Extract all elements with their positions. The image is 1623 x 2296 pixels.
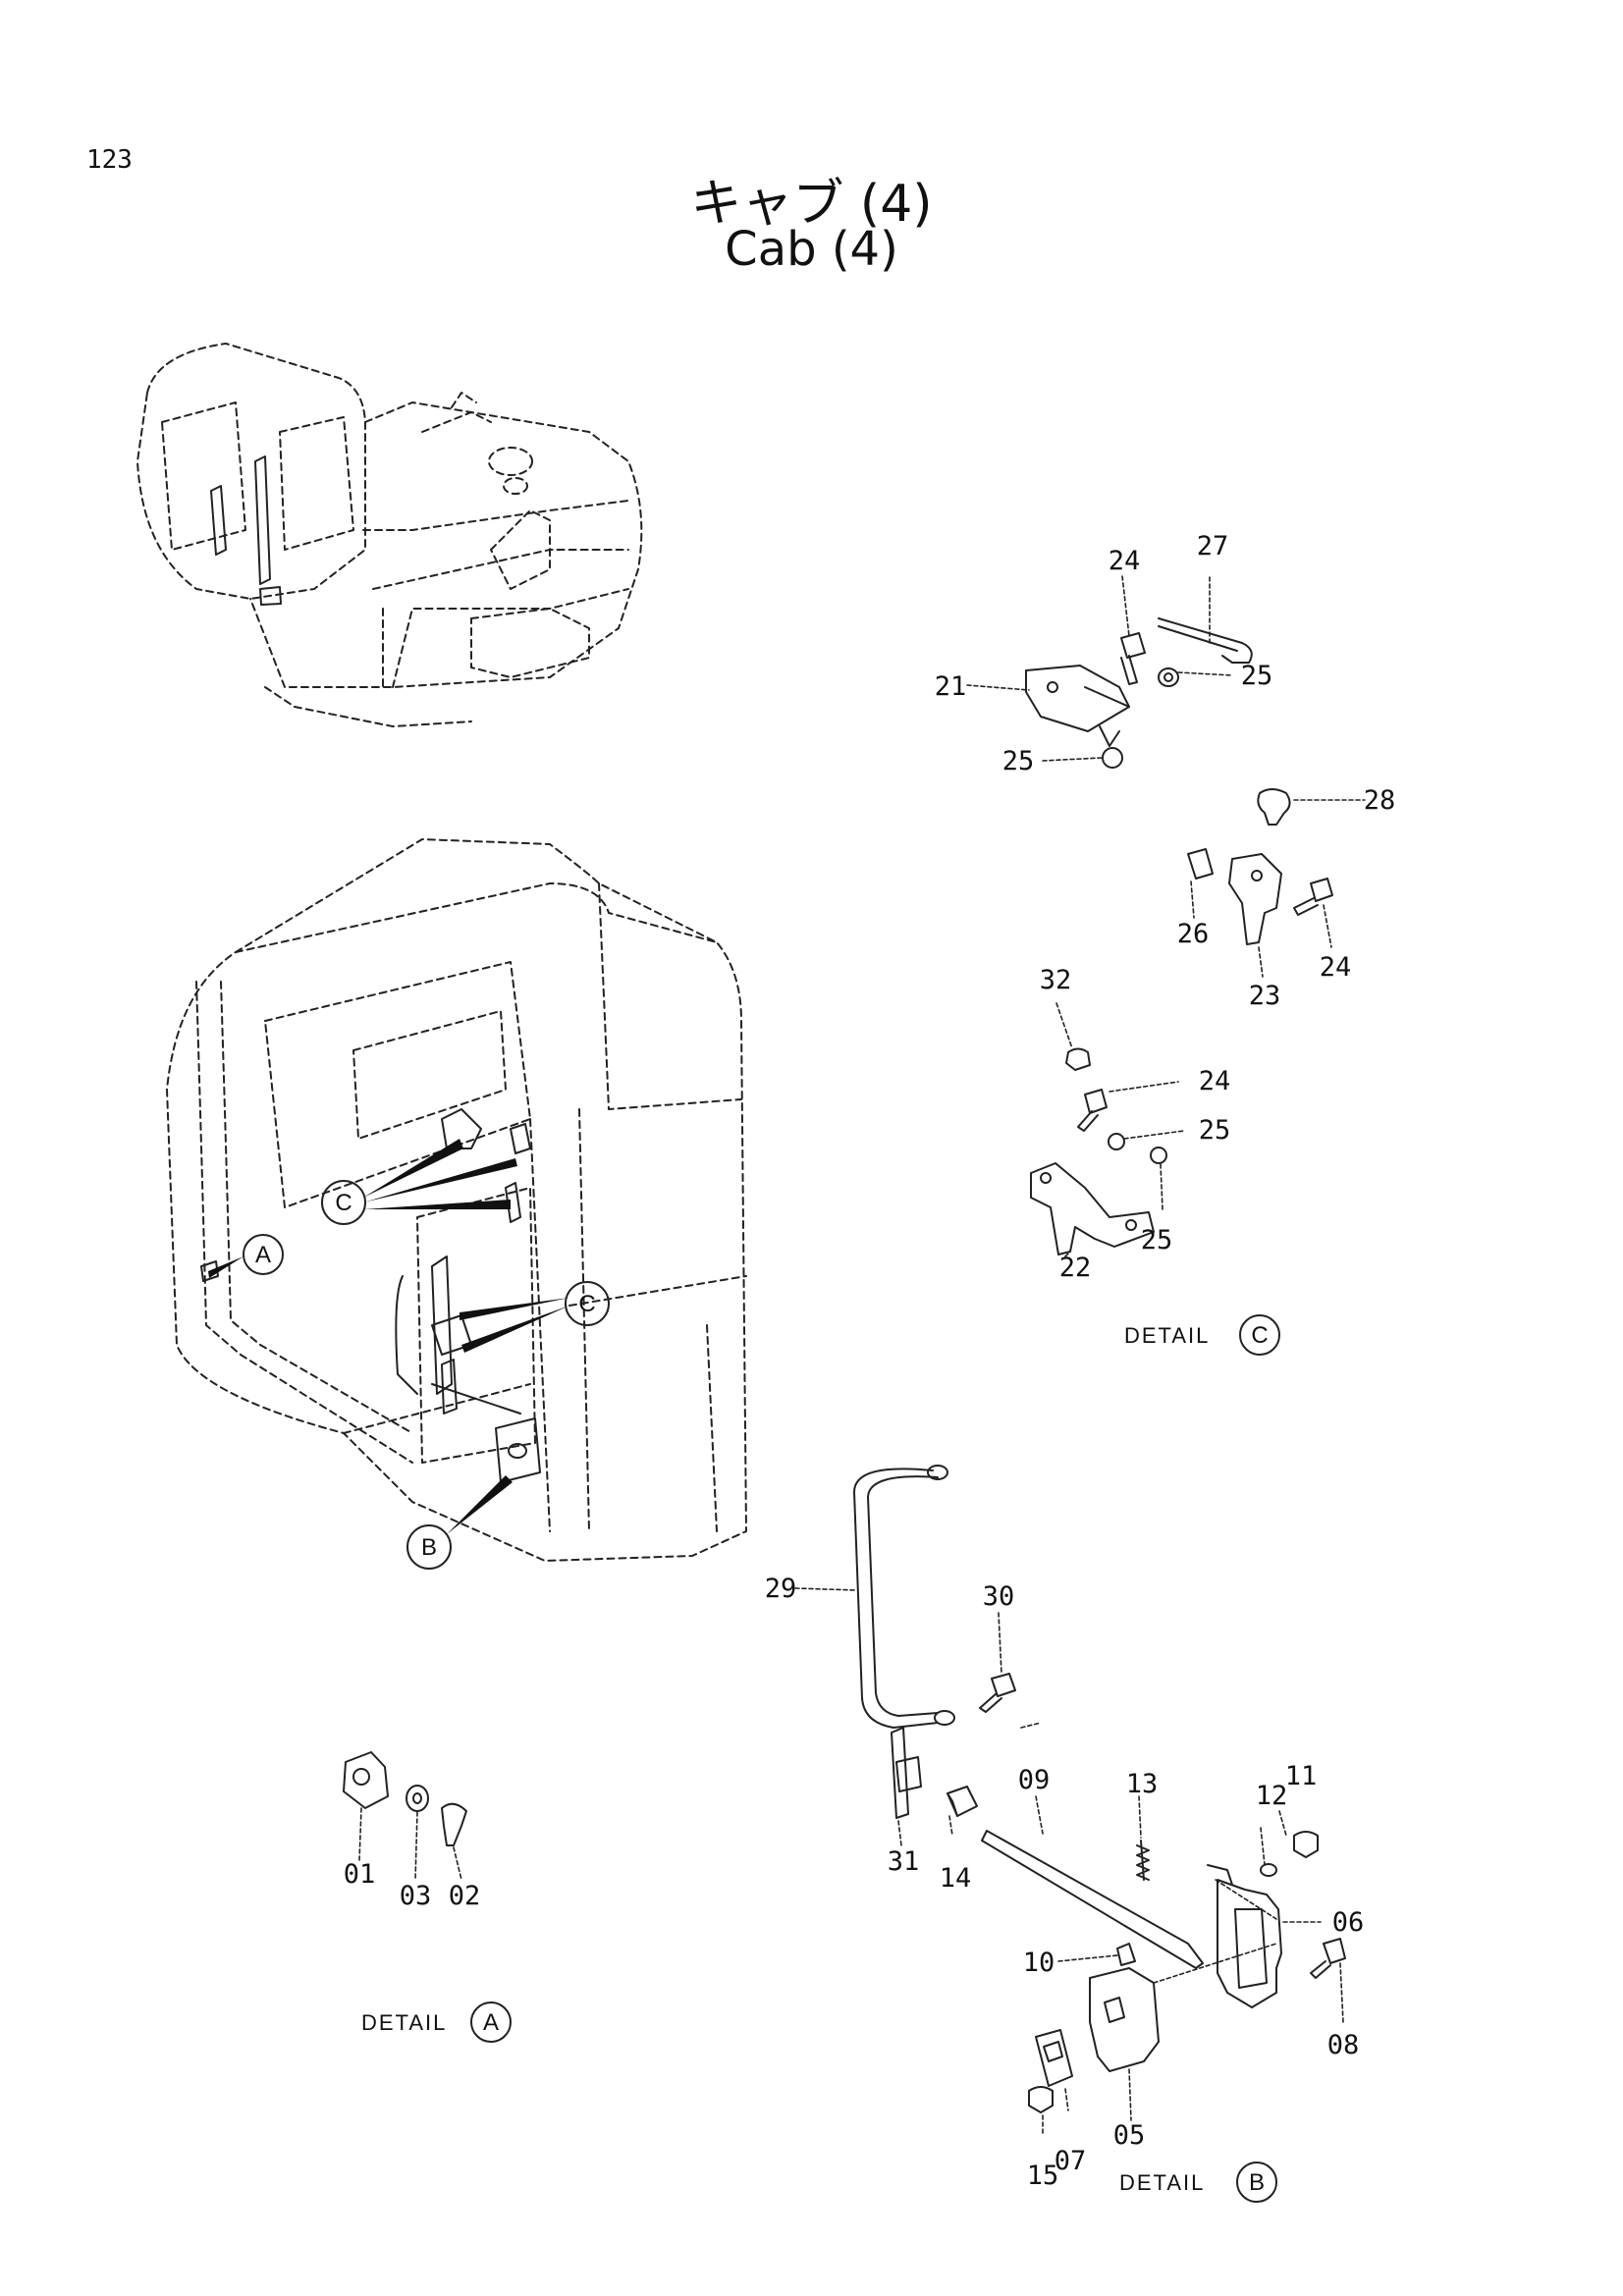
part-label-12: 12 — [1256, 1781, 1288, 1811]
detail-c-letter: C — [1251, 1322, 1268, 1349]
part-label-10: 10 — [1023, 1948, 1055, 1978]
part-label-05: 05 — [1113, 2120, 1146, 2151]
part-label-09: 09 — [1018, 1765, 1051, 1795]
part-label-25-lower: 25 — [1141, 1225, 1173, 1255]
title-japanese: キャブ (4) — [690, 175, 933, 234]
part-label-03: 03 — [400, 1881, 432, 1911]
detail-a-group — [343, 1751, 467, 1846]
callout-letter-b: B — [421, 1534, 437, 1561]
part-label-24-right: 24 — [1320, 952, 1352, 983]
overview-door-hardware — [210, 455, 282, 606]
part-label-21: 21 — [935, 671, 967, 702]
leader-lines — [358, 575, 1366, 2136]
detail-a-caption: DETAIL — [361, 2010, 447, 2035]
part-label-13: 13 — [1126, 1769, 1159, 1799]
callout-letter-c-upper: C — [335, 1190, 352, 1216]
callout-circle-c-lower — [565, 1281, 610, 1326]
callout-circle-b — [406, 1524, 452, 1570]
machine-overview — [136, 343, 643, 727]
part-label-25-right: 25 — [1241, 661, 1273, 691]
part-label-11: 11 — [1285, 1761, 1318, 1791]
part-label-01: 01 — [344, 1859, 376, 1890]
part-label-08: 08 — [1327, 2030, 1360, 2060]
part-label-27: 27 — [1197, 531, 1229, 561]
detail-b-letter: B — [1249, 2169, 1265, 2196]
part-label-25-middle: 25 — [1199, 1115, 1231, 1146]
part-label-22: 22 — [1059, 1253, 1092, 1283]
part-label-06: 06 — [1332, 1907, 1365, 1938]
detail-c-circle — [1239, 1314, 1280, 1356]
callout-letter-a: A — [255, 1242, 271, 1268]
part-label-24-top: 24 — [1109, 546, 1141, 576]
part-label-26: 26 — [1177, 919, 1210, 949]
callout-circle-c-upper — [321, 1180, 366, 1225]
part-label-23: 23 — [1249, 981, 1281, 1011]
detail-a-circle — [470, 2002, 512, 2043]
part-label-02: 02 — [449, 1881, 481, 1911]
detail-b-group — [853, 1465, 1346, 2113]
callout-letter-c-lower: C — [578, 1291, 595, 1317]
cab-main — [166, 838, 747, 1562]
part-label-30: 30 — [983, 1581, 1015, 1612]
detail-b-caption: DETAIL — [1119, 2170, 1205, 2195]
part-label-15: 15 — [1027, 2161, 1059, 2191]
callout-pointers — [208, 1139, 569, 1534]
part-label-24-middle: 24 — [1199, 1066, 1231, 1096]
detail-c-caption: DETAIL — [1124, 1323, 1210, 1348]
part-label-29: 29 — [765, 1574, 797, 1604]
callout-circle-a — [243, 1234, 284, 1275]
title-english: Cab (4) — [725, 222, 898, 277]
part-label-31: 31 — [888, 1846, 920, 1877]
part-label-25-bottom: 25 — [1002, 746, 1035, 776]
part-label-28: 28 — [1364, 785, 1396, 816]
detail-a-letter: A — [483, 2009, 499, 2036]
page-number: 123 — [86, 145, 133, 175]
detail-c-group — [1025, 617, 1333, 1255]
part-label-32: 32 — [1040, 965, 1072, 995]
detail-b-circle — [1236, 2162, 1277, 2203]
part-label-07: 07 — [1055, 2146, 1087, 2176]
part-label-14: 14 — [940, 1863, 972, 1894]
